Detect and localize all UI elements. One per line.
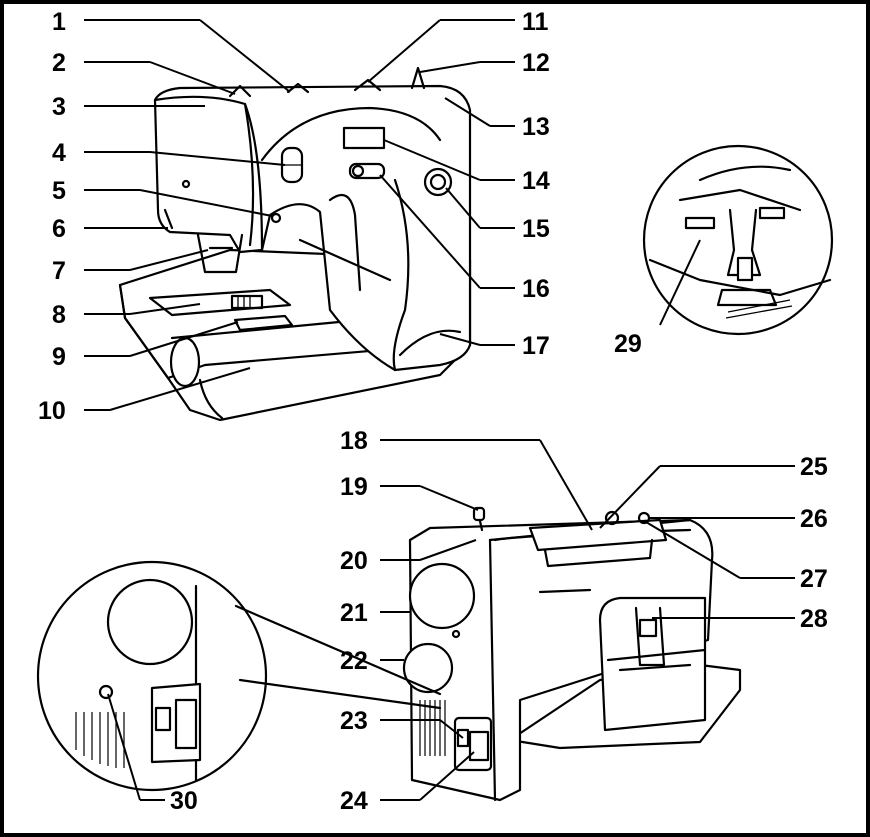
callout-26: 26 <box>800 505 828 533</box>
callout-17: 17 <box>522 332 550 360</box>
callout-25: 25 <box>800 453 828 481</box>
rear-vent <box>419 700 446 756</box>
callout-15: 15 <box>522 215 550 243</box>
callout-16: 16 <box>522 275 550 303</box>
callout-21: 21 <box>340 599 368 627</box>
front-view-machine <box>118 66 472 422</box>
callout-9: 9 <box>52 343 66 371</box>
callout-30: 30 <box>170 787 198 815</box>
callout-13: 13 <box>522 113 550 141</box>
callout-22: 22 <box>340 647 368 675</box>
socket-detail <box>36 560 442 792</box>
callout-7: 7 <box>52 257 66 285</box>
presser-foot-detail <box>642 144 834 336</box>
callout-3: 3 <box>52 93 66 121</box>
callout-23: 23 <box>340 707 368 735</box>
callout-20: 20 <box>340 547 368 575</box>
callout-24: 24 <box>340 787 368 815</box>
callout-18: 18 <box>340 427 368 455</box>
callout-29: 29 <box>614 330 642 358</box>
callout-5: 5 <box>52 177 66 205</box>
callout-8: 8 <box>52 301 66 329</box>
callout-12: 12 <box>522 49 550 77</box>
callout-27: 27 <box>800 565 828 593</box>
callout-leaders <box>84 19 795 801</box>
rear-view-machine <box>402 506 742 802</box>
callout-1: 1 <box>52 8 66 36</box>
callout-2: 2 <box>52 49 66 77</box>
callout-19: 19 <box>340 473 368 501</box>
callout-14: 14 <box>522 167 550 195</box>
callout-numbers: 1 2 3 4 5 6 7 8 9 10 11 12 13 14 15 16 1… <box>38 8 828 815</box>
callout-10: 10 <box>38 397 66 425</box>
callout-28: 28 <box>800 605 828 633</box>
callout-11: 11 <box>522 8 549 36</box>
callout-6: 6 <box>52 215 66 243</box>
callout-4: 4 <box>52 139 66 167</box>
